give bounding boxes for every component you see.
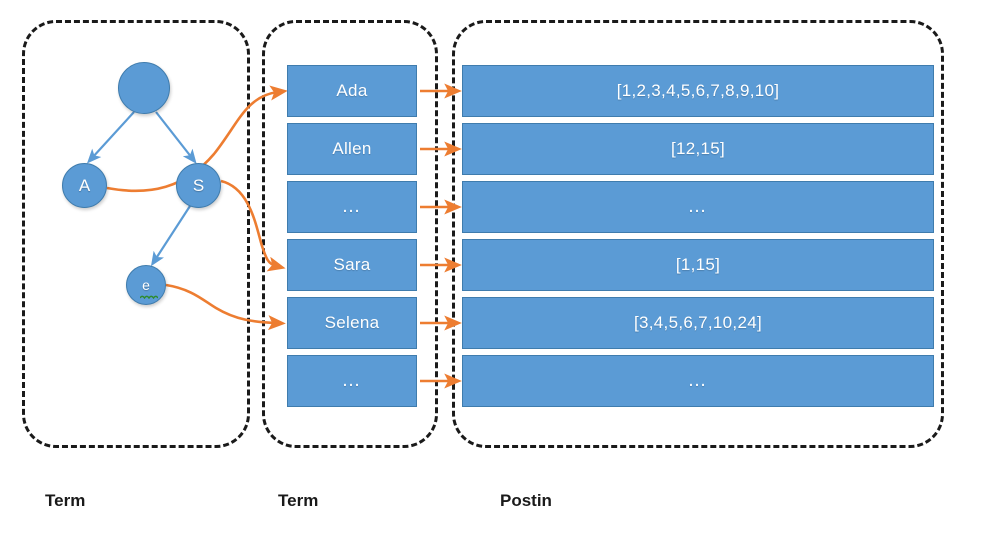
posting-row[interactable]: … [462, 181, 934, 233]
postings-container [452, 20, 944, 448]
caption-postings-line1: Postin [500, 491, 552, 510]
posting-row[interactable]: [12,15] [462, 123, 934, 175]
posting-row[interactable]: [3,4,5,6,7,10,24] [462, 297, 934, 349]
caption-term-index-line1: Term [45, 491, 86, 510]
dictionary-row[interactable]: … [287, 355, 417, 407]
tree-node-a[interactable]: A [62, 163, 107, 208]
caption-term-dictionary: Term Dictionary [278, 462, 361, 539]
tree-node-s[interactable]: S [176, 163, 221, 208]
caption-postings: Postin g [500, 462, 552, 539]
caption-term-dictionary-line1: Term [278, 491, 319, 510]
dictionary-row[interactable]: … [287, 181, 417, 233]
dictionary-row[interactable]: Selena [287, 297, 417, 349]
tree-node-e-label-wrap: e [140, 277, 159, 299]
posting-row[interactable]: [1,2,3,4,5,6,7,8,9,10] [462, 65, 934, 117]
dictionary-row[interactable]: Ada [287, 65, 417, 117]
dictionary-row[interactable]: Sara [287, 239, 417, 291]
spellcheck-squiggle-icon [140, 295, 159, 299]
tree-node-root[interactable] [118, 62, 170, 114]
posting-row[interactable]: [1,15] [462, 239, 934, 291]
tree-node-e-label: e [142, 277, 150, 293]
tree-node-e[interactable]: e [126, 265, 166, 305]
caption-term-index: Term Index [45, 462, 89, 539]
dictionary-row[interactable]: Allen [287, 123, 417, 175]
posting-row[interactable]: … [462, 355, 934, 407]
